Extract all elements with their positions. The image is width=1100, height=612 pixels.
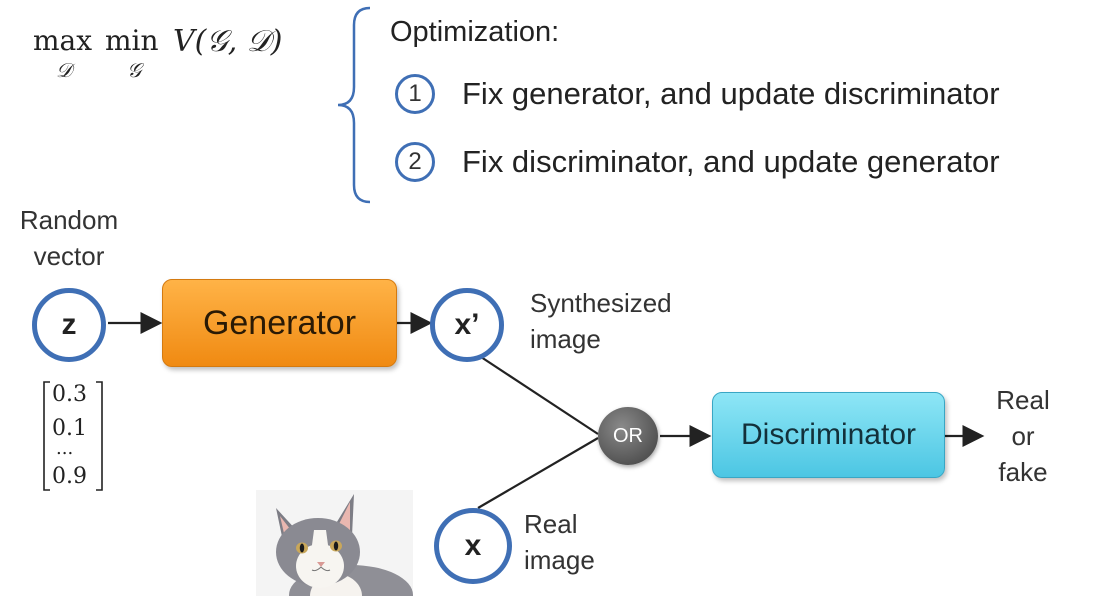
real-or-fake-label: Real or fake [996, 385, 1050, 487]
x-prime-node: x’ [430, 288, 504, 362]
random-vector-values: 0.3 0.1 ... 0.9 [40, 380, 106, 492]
vector-value-ellipsis: ... [56, 438, 74, 459]
vector-value-2: 0.1 [52, 416, 87, 441]
optimization-title: Optimization: [390, 16, 560, 48]
cat-photo [256, 490, 413, 596]
min-subscript: 𝒢 [127, 58, 142, 82]
max-operator: max [33, 24, 93, 57]
step-1-number: 1 [395, 74, 435, 114]
cat-illustration [256, 490, 413, 596]
line-xprime-to-or [477, 354, 599, 435]
line-x-to-or [477, 437, 599, 509]
generator-box: Generator [162, 279, 397, 367]
curly-brace [337, 6, 371, 204]
step-2-text: Fix discriminator, and update generator [462, 144, 1000, 179]
vector-value-1: 0.3 [52, 382, 87, 407]
discriminator-box: Discriminator [712, 392, 945, 478]
random-vector-label: Random vector [19, 205, 119, 271]
step-2-number: 2 [395, 142, 435, 182]
x-node: x [434, 508, 512, 584]
objective-formula: max 𝒟 min 𝒢 V(𝒢, 𝒟) [33, 20, 323, 90]
or-node: OR [598, 407, 658, 465]
real-image-label: Real image [524, 509, 595, 575]
value-function: V(𝒢, 𝒟) [173, 24, 283, 59]
matrix-brackets [43, 381, 103, 491]
vector-value-4: 0.9 [52, 464, 87, 489]
z-node: z [32, 288, 106, 362]
synthesized-image-label: Synthesized image [530, 288, 672, 354]
max-subscript: 𝒟 [56, 58, 72, 82]
step-1-text: Fix generator, and update discriminator [462, 76, 1000, 111]
min-operator: min [105, 24, 159, 57]
